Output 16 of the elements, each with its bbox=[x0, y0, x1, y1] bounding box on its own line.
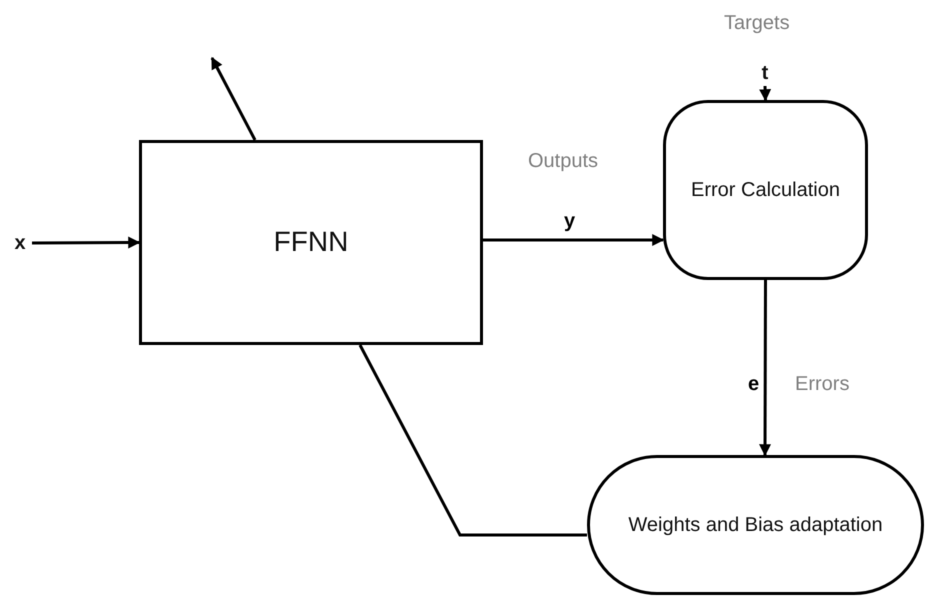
node-text: Error Calculation bbox=[691, 178, 840, 203]
arrow bbox=[32, 236, 140, 249]
process-box bbox=[139, 140, 483, 345]
arrow bbox=[210, 56, 256, 141]
arrow bbox=[759, 86, 772, 102]
connector-line bbox=[358, 344, 587, 536]
node-text: Weights and Bias adaptation bbox=[628, 513, 883, 538]
node-text: FFNN bbox=[274, 225, 348, 260]
variable-label: t bbox=[753, 60, 777, 86]
variable-label: x bbox=[8, 230, 32, 256]
annotation-text: Errors bbox=[795, 373, 850, 396]
annotation-text: Outputs bbox=[528, 150, 598, 173]
process-box bbox=[663, 100, 868, 280]
arrow bbox=[759, 280, 772, 456]
arrow bbox=[483, 234, 664, 246]
caption-text: Targets bbox=[724, 12, 790, 35]
